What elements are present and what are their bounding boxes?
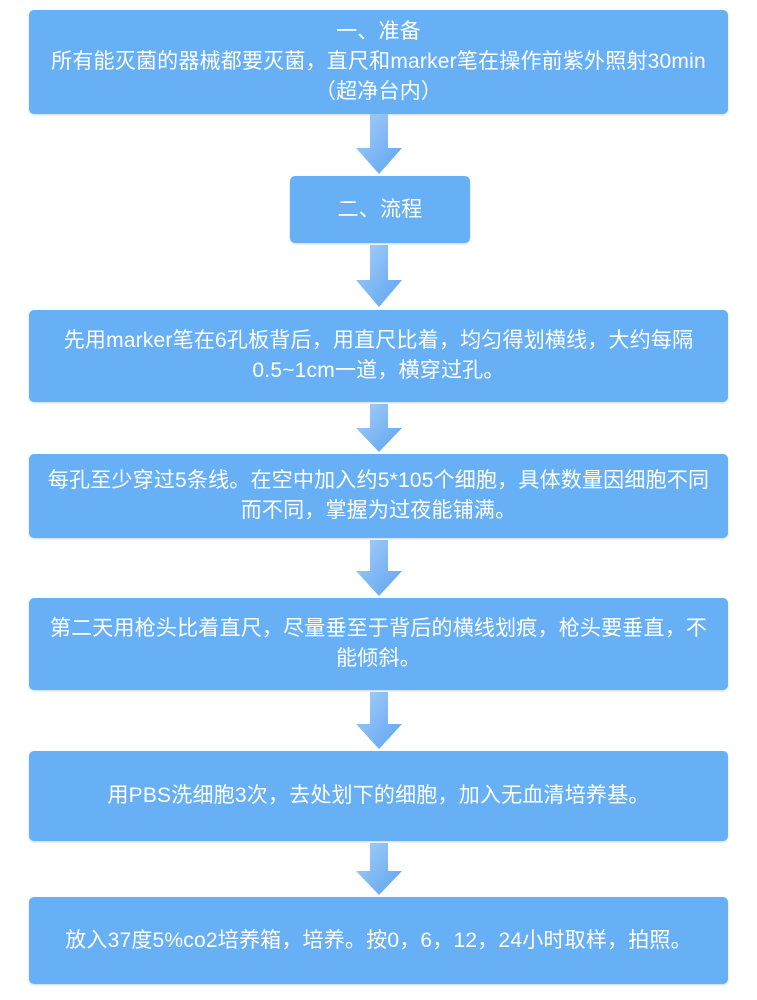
- flow-node-step3[interactable]: 第二天用枪头比着直尺，尽量垂至于背后的横线划痕，枪头要垂直，不能倾斜。: [29, 598, 728, 690]
- flow-node-step4[interactable]: 用PBS洗细胞3次，去处划下的细胞，加入无血清培养基。: [29, 751, 728, 841]
- flow-node-prepare[interactable]: 一、准备 所有能灭菌的器械都要灭菌，直尺和marker笔在操作前紫外照射30mi…: [29, 10, 728, 114]
- flow-arrow-prepare-to-process: [355, 114, 402, 174]
- flow-node-step3-label: 第二天用枪头比着直尺，尽量垂至于背后的横线划痕，枪头要垂直，不能倾斜。: [49, 617, 708, 670]
- flow-node-process[interactable]: 二、流程: [290, 176, 470, 243]
- flow-arrow-step2-to-step3: [355, 540, 402, 596]
- flow-node-step1[interactable]: 先用marker笔在6孔板背后，用直尺比着，均匀得划横线，大约每隔0.5~1cm…: [29, 310, 728, 402]
- flow-arrow-process-to-step1: [355, 245, 402, 307]
- flow-arrow-step1-to-step2: [355, 404, 402, 452]
- flow-node-step2-label: 每孔至少穿过5条线。在空中加入约5*105个细胞，具体数量因细胞不同而不同，掌握…: [47, 469, 710, 522]
- flow-node-process-label: 二、流程: [337, 197, 423, 221]
- flow-arrow-step4-to-step5: [355, 843, 402, 895]
- flow-node-step5[interactable]: 放入37度5%co2培养箱，培养。按0，6，12，24小时取样，拍照。: [29, 897, 728, 984]
- flow-node-step4-label: 用PBS洗细胞3次，去处划下的细胞，加入无血清培养基。: [107, 784, 650, 808]
- flow-node-step2[interactable]: 每孔至少穿过5条线。在空中加入约5*105个细胞，具体数量因细胞不同而不同，掌握…: [29, 454, 728, 538]
- flow-node-step5-label: 放入37度5%co2培养箱，培养。按0，6，12，24小时取样，拍照。: [65, 928, 692, 952]
- flow-node-step1-label: 先用marker笔在6孔板背后，用直尺比着，均匀得划横线，大约每隔0.5~1cm…: [63, 329, 694, 382]
- flow-arrow-step3-to-step4: [355, 692, 402, 749]
- flow-node-prepare-label: 一、准备 所有能灭菌的器械都要灭菌，直尺和marker笔在操作前紫外照射30mi…: [51, 20, 706, 103]
